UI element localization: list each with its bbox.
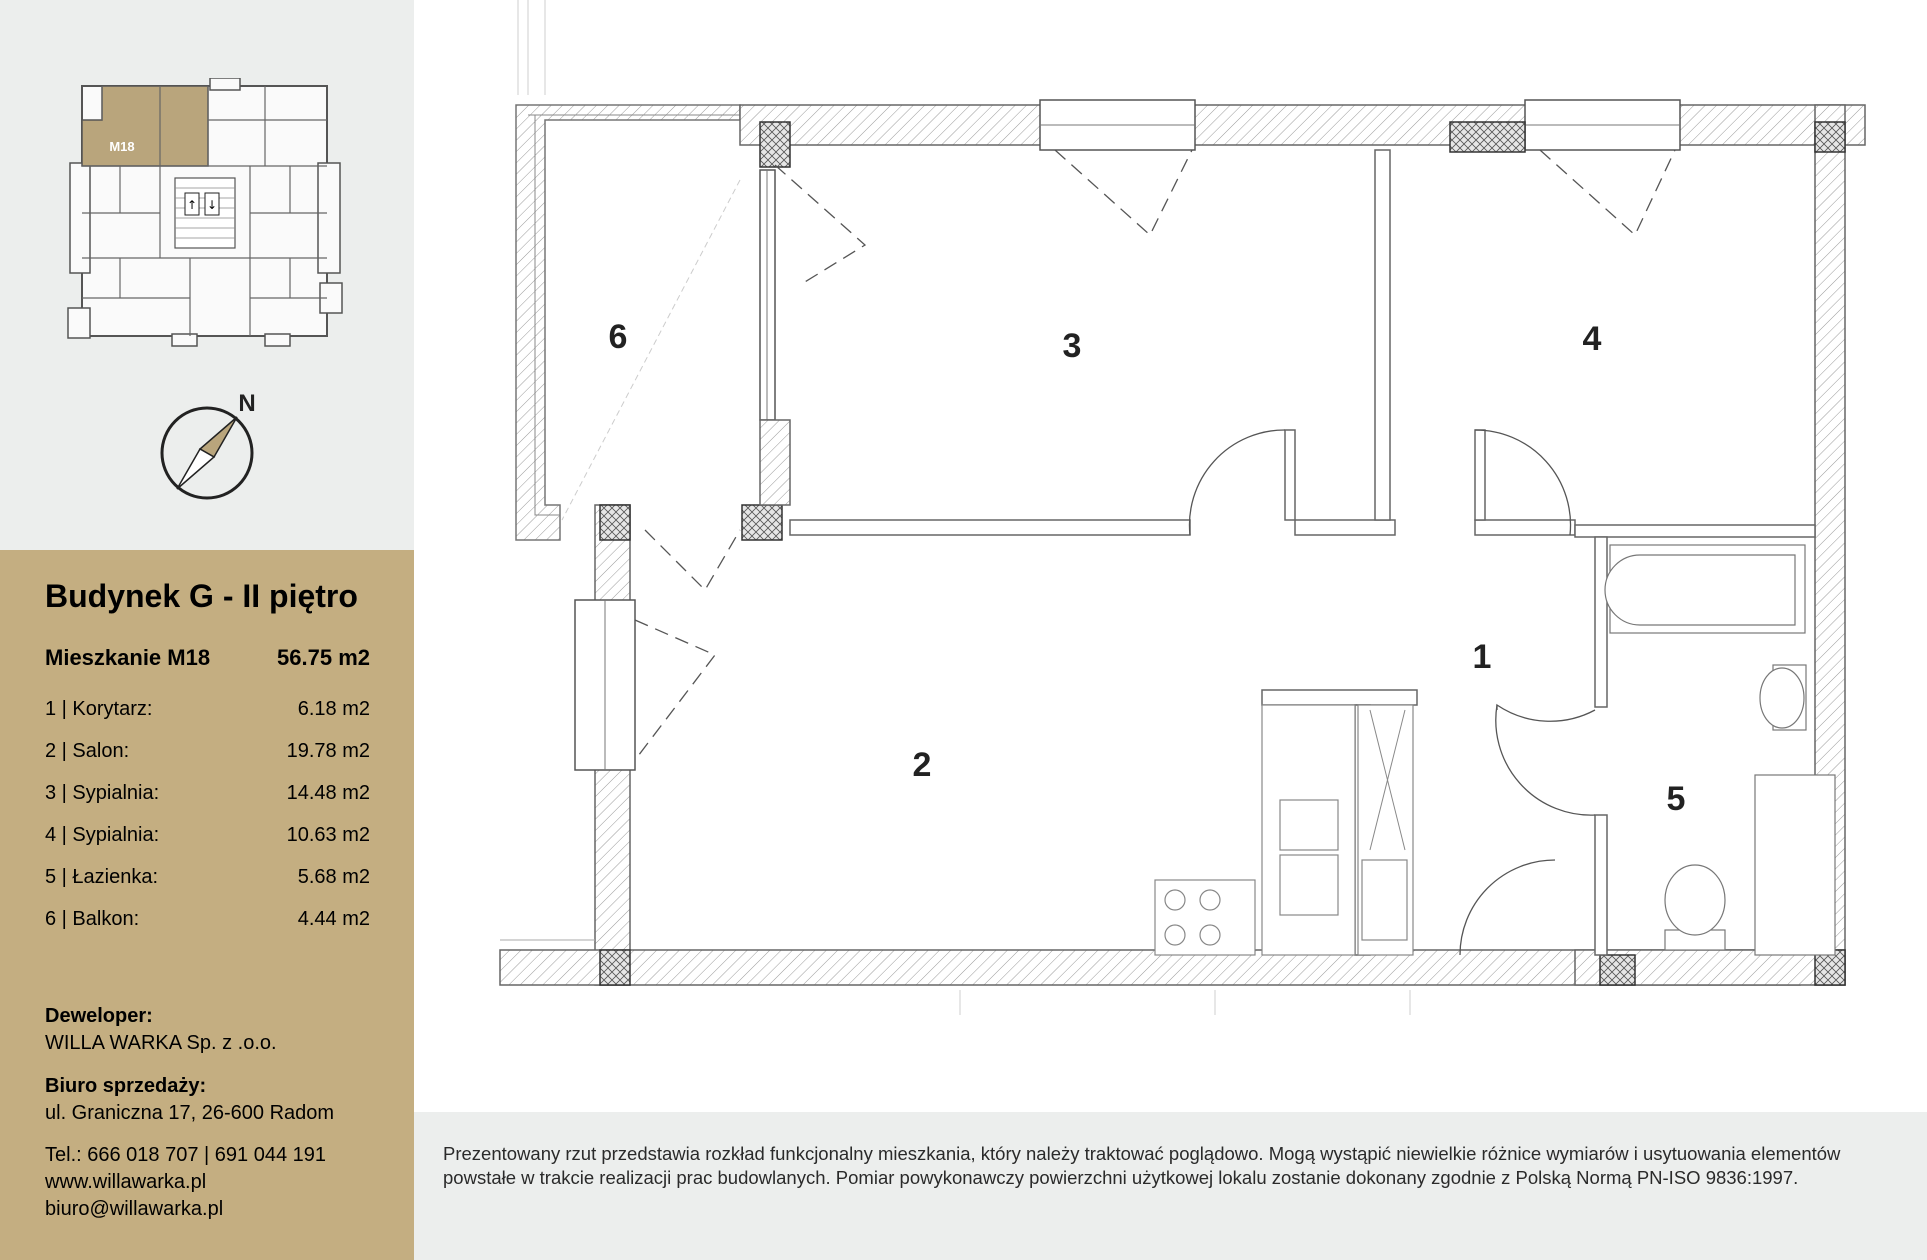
room-row: 4 | Sypialnia: 10.63 m2 <box>45 824 370 847</box>
floor-plan: 1 2 3 4 5 6 <box>499 0 1866 1015</box>
apartment-name: Mieszkanie M18 <box>45 645 211 670</box>
compass-icon: N <box>160 390 256 500</box>
developer-block: Deweloper: WILLA WARKA Sp. z .o.o. <box>45 1003 277 1057</box>
room-label: 2 | Salon: <box>45 740 130 762</box>
room-label: 6 | Balkon: <box>45 908 140 930</box>
developer-label: Deweloper: <box>45 1005 153 1027</box>
sales-office-label: Biuro sprzedaży: <box>45 1075 207 1097</box>
disclaimer-text: Prezentowany rzut przedstawia rozkład fu… <box>443 1143 1841 1188</box>
contact-website[interactable]: www.willawarka.pl <box>45 1171 207 1193</box>
apartment-area: 56.75 m2 <box>277 645 370 670</box>
room-number-2: 2 <box>913 746 932 784</box>
key-plan-unit-label: M18 <box>109 139 134 154</box>
room-area: 19.78 m2 <box>286 740 370 762</box>
room-number-4: 4 <box>1583 320 1602 358</box>
building-title: Budynek G - II piętro <box>45 578 358 614</box>
elevator-up-icon: ↑ <box>187 198 197 212</box>
room-row: 1 | Korytarz: 6.18 m2 <box>45 698 370 721</box>
room-row: 2 | Salon: 19.78 m2 <box>45 740 370 763</box>
room-area: 4.44 m2 <box>297 908 370 930</box>
sales-office-block: Biuro sprzedaży: ul. Graniczna 17, 26-60… <box>45 1073 334 1127</box>
room-number-1: 1 <box>1473 638 1492 676</box>
room-number-5: 5 <box>1667 780 1686 818</box>
developer-name: WILLA WARKA Sp. z .o.o. <box>45 1032 277 1054</box>
contact-block: Tel.: 666 018 707 | 691 044 191 www.will… <box>45 1142 326 1223</box>
contact-email[interactable]: biuro@willawarka.pl <box>45 1198 224 1220</box>
room-label: 4 | Sypialnia: <box>45 824 160 846</box>
building-key-plan: ↑ ↓ M18 <box>67 78 343 347</box>
room-number-6: 6 <box>609 318 628 356</box>
room-area: 10.63 m2 <box>286 824 370 846</box>
disclaimer-panel: Prezentowany rzut przedstawia rozkład fu… <box>414 1112 1927 1260</box>
room-area: 6.18 m2 <box>297 698 370 720</box>
room-label: 1 | Korytarz: <box>45 698 153 720</box>
room-number-3: 3 <box>1063 327 1082 365</box>
room-label: 3 | Sypialnia: <box>45 782 160 804</box>
sidebar-info-panel <box>0 550 414 1260</box>
room-label: 5 | Łazienka: <box>45 866 159 888</box>
room-area: 5.68 m2 <box>297 866 370 888</box>
sales-office-address: ul. Graniczna 17, 26-600 Radom <box>45 1102 335 1124</box>
sidebar-top-panel: ↑ ↓ M18 N <box>0 0 414 550</box>
apartment-summary: Mieszkanie M18 56.75 m2 <box>45 645 370 671</box>
contact-phone: Tel.: 666 018 707 | 691 044 191 <box>45 1144 326 1166</box>
elevator-down-icon: ↓ <box>207 198 217 212</box>
room-row: 6 | Balkon: 4.44 m2 <box>45 908 370 931</box>
compass-north-label: N <box>238 390 255 417</box>
room-row: 5 | Łazienka: 5.68 m2 <box>45 866 370 889</box>
room-row: 3 | Sypialnia: 14.48 m2 <box>45 782 370 805</box>
room-area: 14.48 m2 <box>286 782 370 804</box>
